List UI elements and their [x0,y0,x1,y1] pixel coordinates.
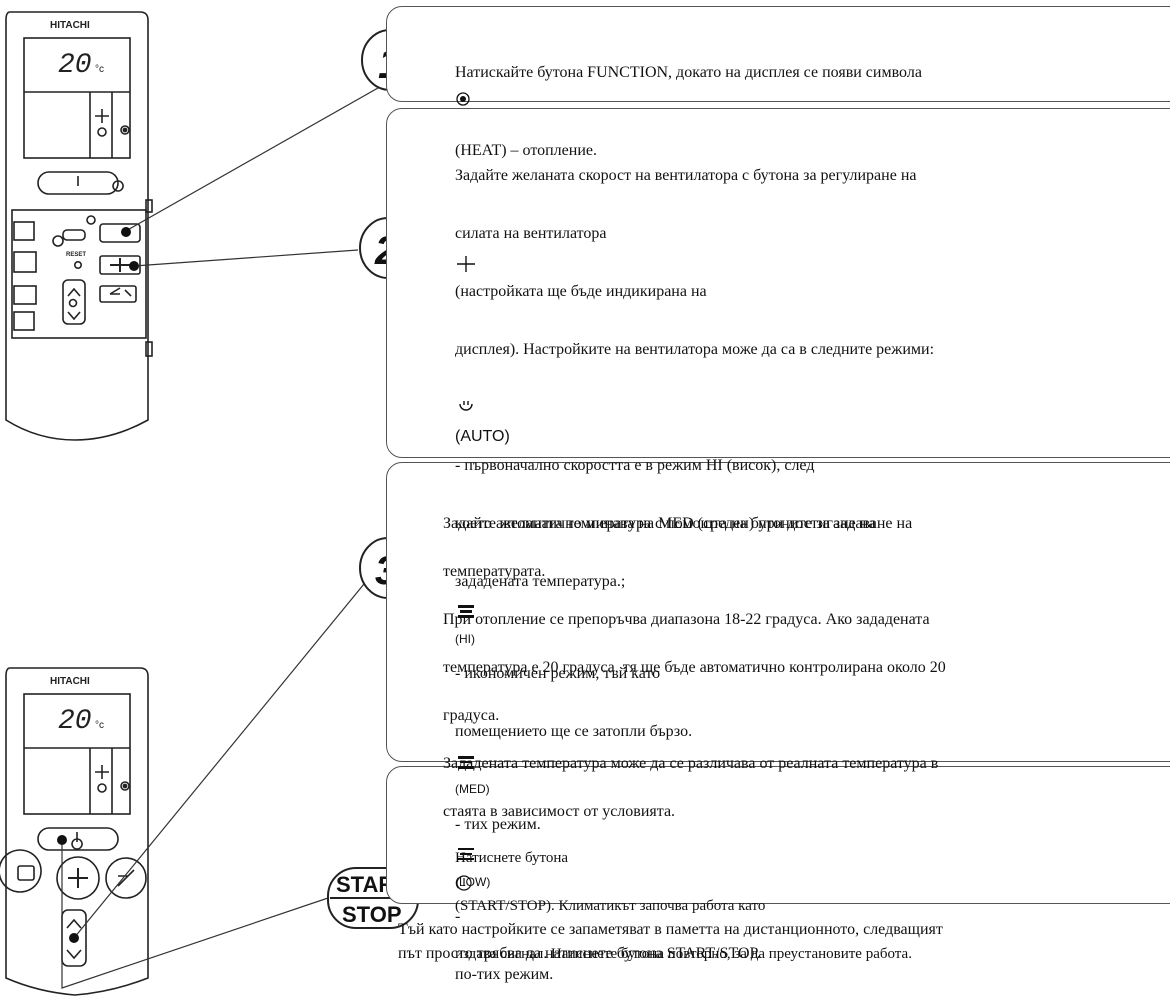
fan-low-icon [458,847,474,860]
remote-bottom-fan-button[interactable] [56,856,100,900]
panel-2-line-2a: силата на вентилатора [455,225,607,242]
connector-start-stop [61,840,329,989]
remote-bottom-power-button[interactable] [37,827,119,851]
panel-2-line-1: Задайте желаната скорост на вентилатора … [455,167,917,184]
instruction-panel-3 [386,462,1170,762]
remote-top-button-a[interactable] [13,221,35,241]
remote-top-function-button[interactable] [99,223,141,243]
panel-2-line-8: по-тих режим. [455,965,554,983]
panel-2-line-5: което автоматично минава на MED (среден)… [455,515,876,532]
panel-3-line-6: Зададената температура може да се различ… [443,755,939,772]
panel-1-line-2: (HEAT) – отопление. [455,142,597,159]
panel-2-hi-label: (HI) [455,632,475,646]
panel-3-line-3: При отопление се препоръчва диапазона 18… [443,611,930,628]
panel-2-auto-label: (AUTO) [455,428,510,445]
remote-top-lower-panel [11,209,147,339]
panel-2-line-6a: зададената температура.; [455,573,626,590]
panel-2-line-7a: помещението ще се затопли бързо. [455,723,693,741]
remote-top-brand: HITACHI [50,20,90,31]
footer-note: Тъй като настройките се запаметяват в па… [398,918,943,966]
panel-2-med-label: (MED) [455,782,490,797]
remote-bottom-brand: HITACHI [50,676,90,687]
stop-label: STOP [342,902,402,927]
panel-3-line-4: температура е 20 градуса, тя ще бъде авт… [443,659,946,676]
panel-4-line-1b: (START/STOP). Климатикът започва работа … [455,898,766,914]
auto-fan-icon [459,401,473,412]
remote-top-reset-label: RESET [66,252,86,258]
remote-top-button-b[interactable] [13,251,37,273]
panel-3-line-1: Задайте желаната температура с помощта н… [443,515,913,532]
panel-2-text: Задайте желаната скорост на вентилатора … [455,132,934,989]
connector-step2 [133,249,359,267]
remote-top-display [23,37,131,159]
instruction-panel-2 [386,108,1170,458]
panel-2-line-4b: - първоначално скоростта е в режим HI (в… [455,457,815,474]
remote-top-body [5,11,149,441]
remote-top-swing-button[interactable] [99,285,137,303]
fan-med-icon [458,755,474,769]
footer-line-2: път просто трябва да натиснете бутона ST… [398,945,761,962]
panel-2-line-3: дисплея). Настройките на вентилатора мож… [455,341,935,358]
power-icon [456,874,472,891]
footer-line-1: Тъй като настройките се запаметяват в па… [398,921,943,938]
connector-step1 [123,79,393,233]
fan-speed-icon [457,256,475,273]
panel-3-line-2: температурата. [443,563,546,580]
panel-4-text: Натиснете бутона (START/STOP). Климатикъ… [455,822,912,966]
panel-1-line-1: Натискайте бутона FUNCTION, докато на ди… [455,64,922,81]
remote-top-button-c[interactable] [13,285,37,305]
remote-top-timer-button[interactable] [62,229,86,241]
panel-3-line-5: градуса. [443,707,500,724]
panel-2-line-7c: - тих режим. [455,815,541,833]
remote-bottom-display [23,693,131,815]
panel-1-text: Натискайте бутона FUNCTION, докато на ди… [455,34,922,164]
panel-4-line-1a: Натиснете бутона [455,850,569,866]
fan-hi-icon [458,605,474,619]
remote-bottom-body [5,667,149,996]
remote-bottom-temperature: 20 [58,706,92,737]
remote-top-temp-buttons[interactable] [62,279,86,325]
connector-step3 [73,561,383,939]
remote-top-temp-unit: °c [95,64,104,75]
remote-bottom-mode-button[interactable] [0,849,42,893]
remote-top-temperature: 20 [58,50,92,81]
remote-top-power-button[interactable] [37,171,119,195]
panel-2-line-2b: (настройката ще бъде индикирана на [455,283,707,300]
panel-3-text: Задайте желаната температура с помощта н… [443,488,946,824]
remote-bottom-swing-button[interactable] [105,857,147,899]
remote-bottom-temp-unit: °c [95,720,104,731]
remote-top-button-d[interactable] [13,311,35,331]
instruction-panel-4 [386,766,1170,904]
heat-icon [456,92,470,106]
panel-2-line-6c: - икономичен режим, тъй като [455,665,661,683]
instruction-panel-1 [386,6,1170,102]
panel-2-line-7e: - [455,907,461,925]
panel-3-line-7: стаята в зависимост от условията. [443,803,676,820]
panel-4-line-2: издава сигнал. Натиснете бутона повторно… [455,946,912,962]
